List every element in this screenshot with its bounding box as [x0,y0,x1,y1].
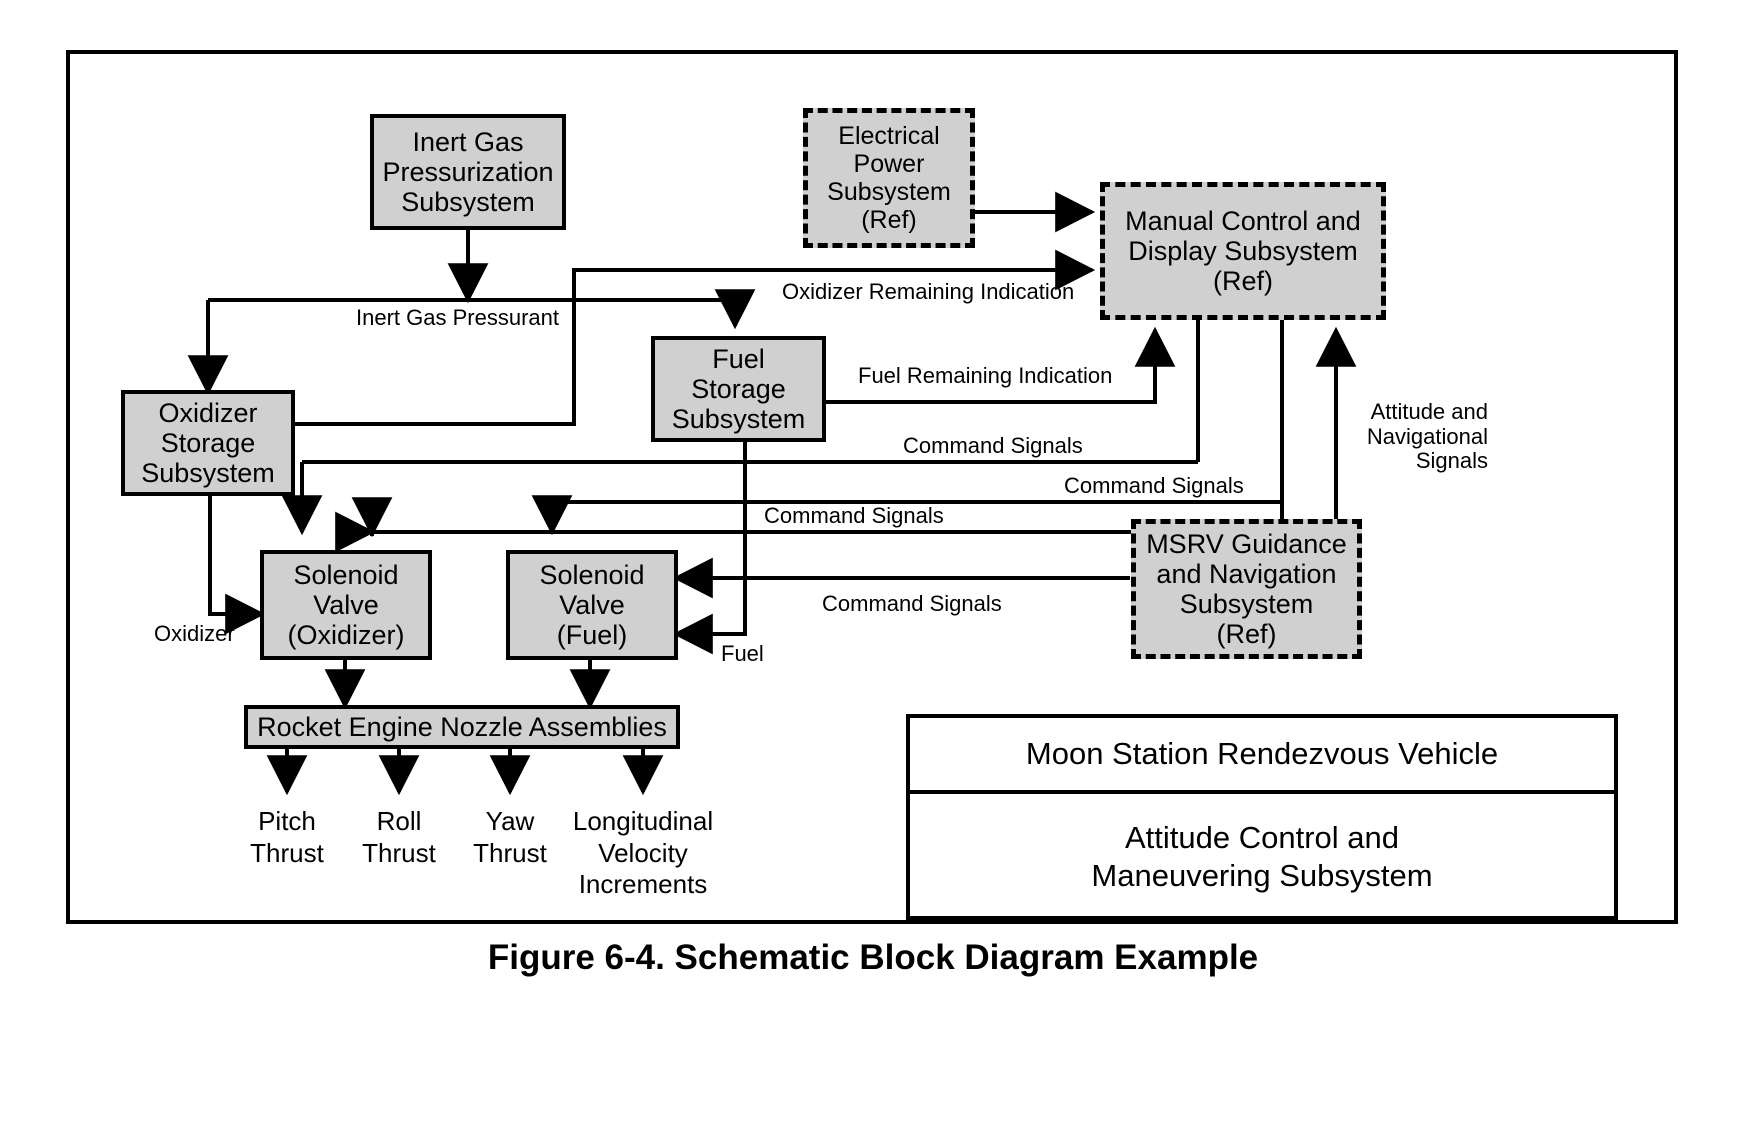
block-label-line: Subsystem [401,187,535,218]
block-rocket-engine-nozzle-assemblies[interactable]: Rocket Engine Nozzle Assemblies [244,705,680,749]
block-label-line: Valve [313,589,379,620]
label-command-signals-3: Command Signals [764,503,944,528]
label-oxidizer-remaining-indication: Oxidizer Remaining Indication [782,279,1075,304]
output-line: Longitudinal [572,806,714,836]
output-line: Increments [578,869,708,900]
block-fuel-storage-subsystem[interactable]: Fuel Storage Subsystem [651,336,826,442]
block-label-line: Valve [559,589,625,620]
title-block: Moon Station Rendezvous Vehicle Attitude… [906,714,1618,920]
label-attitude-and-navigational-signals: Attitude and Navigational Signals [1352,399,1488,474]
label-inert-gas-pressurant: Inert Gas Pressurant [356,305,559,330]
output-label-yaw-thrust: Yaw Thrust [450,806,570,869]
output-label-longitudinal-velocity-increments: Longitudinal Velocity Increments [561,806,725,901]
block-electrical-power-subsystem[interactable]: Electrical Power Subsystem (Ref) [803,108,975,248]
block-label-line: Solenoid [539,559,645,590]
figure-caption: Figure 6-4. Schematic Block Diagram Exam… [487,938,1259,977]
title-block-subsystem-line: Attitude Control and [1124,820,1399,856]
output-line: Thrust [473,837,547,868]
block-label-line: (Fuel) [556,620,628,651]
label-fuel: Fuel [721,641,764,666]
block-oxidizer-storage-subsystem[interactable]: Oxidizer Storage Subsystem [121,390,295,496]
block-label-line: Display Subsystem [1128,235,1358,266]
block-label-line: (Oxidizer) [287,620,405,651]
block-label-line: Fuel [712,343,765,374]
block-label-line: (Ref) [1216,619,1277,650]
title-block-subsystem-line: Maneuvering Subsystem [1091,858,1433,893]
output-line: Velocity [598,837,688,868]
block-label-line: Subsystem [827,178,951,206]
block-label-line: Rocket Engine Nozzle Assemblies [257,711,667,742]
label-line: Navigational [1366,423,1488,449]
output-line: Thrust [250,837,324,868]
block-label-line: MSRV Guidance [1146,528,1347,559]
output-line: Yaw [485,806,535,836]
block-msrv-guidance-and-navigation-subsystem[interactable]: MSRV Guidance and Navigation Subsystem (… [1131,519,1362,659]
block-label-line: and Navigation [1156,558,1337,589]
block-label-line: Subsystem [1179,589,1314,619]
output-line: Roll [376,806,422,836]
block-label-line: Storage [160,427,256,458]
label-command-signals-1: Command Signals [903,433,1083,458]
block-label-line: Pressurization [382,156,554,187]
output-label-pitch-thrust: Pitch Thrust [227,806,347,869]
label-oxidizer: Oxidizer [154,621,235,646]
block-label-line: Oxidizer [158,397,258,428]
block-label-line: Storage [691,373,786,404]
label-command-signals-2: Command Signals [1064,473,1244,498]
block-label-line: Subsystem [671,404,806,435]
block-label-line: Subsystem [141,458,275,489]
block-inert-gas-pressurization-subsystem[interactable]: Inert Gas Pressurization Subsystem [370,114,566,230]
block-label-line: Inert Gas [412,126,524,157]
label-command-signals-4: Command Signals [822,591,1002,616]
label-line: Attitude and [1370,399,1488,424]
output-line: Thrust [362,837,436,868]
block-label-line: (Ref) [1213,266,1273,297]
block-label-line: Power [853,150,925,178]
output-label-roll-thrust: Roll Thrust [339,806,459,869]
block-label-line: Electrical [838,122,940,150]
block-label-line: Solenoid [293,559,399,590]
block-solenoid-valve-oxidizer[interactable]: Solenoid Valve (Oxidizer) [260,550,432,660]
block-solenoid-valve-fuel[interactable]: Solenoid Valve (Fuel) [506,550,678,660]
label-line: Signals [1415,448,1488,474]
block-label-line: (Ref) [861,206,917,234]
block-manual-control-and-display-subsystem[interactable]: Manual Control and Display Subsystem (Re… [1100,182,1386,320]
block-label-line: Manual Control and [1125,205,1361,236]
title-block-subsystem: Attitude Control and Maneuvering Subsyst… [910,794,1614,920]
title-block-vehicle: Moon Station Rendezvous Vehicle [910,718,1614,794]
output-line: Pitch [258,806,316,836]
label-fuel-remaining-indication: Fuel Remaining Indication [858,363,1113,388]
